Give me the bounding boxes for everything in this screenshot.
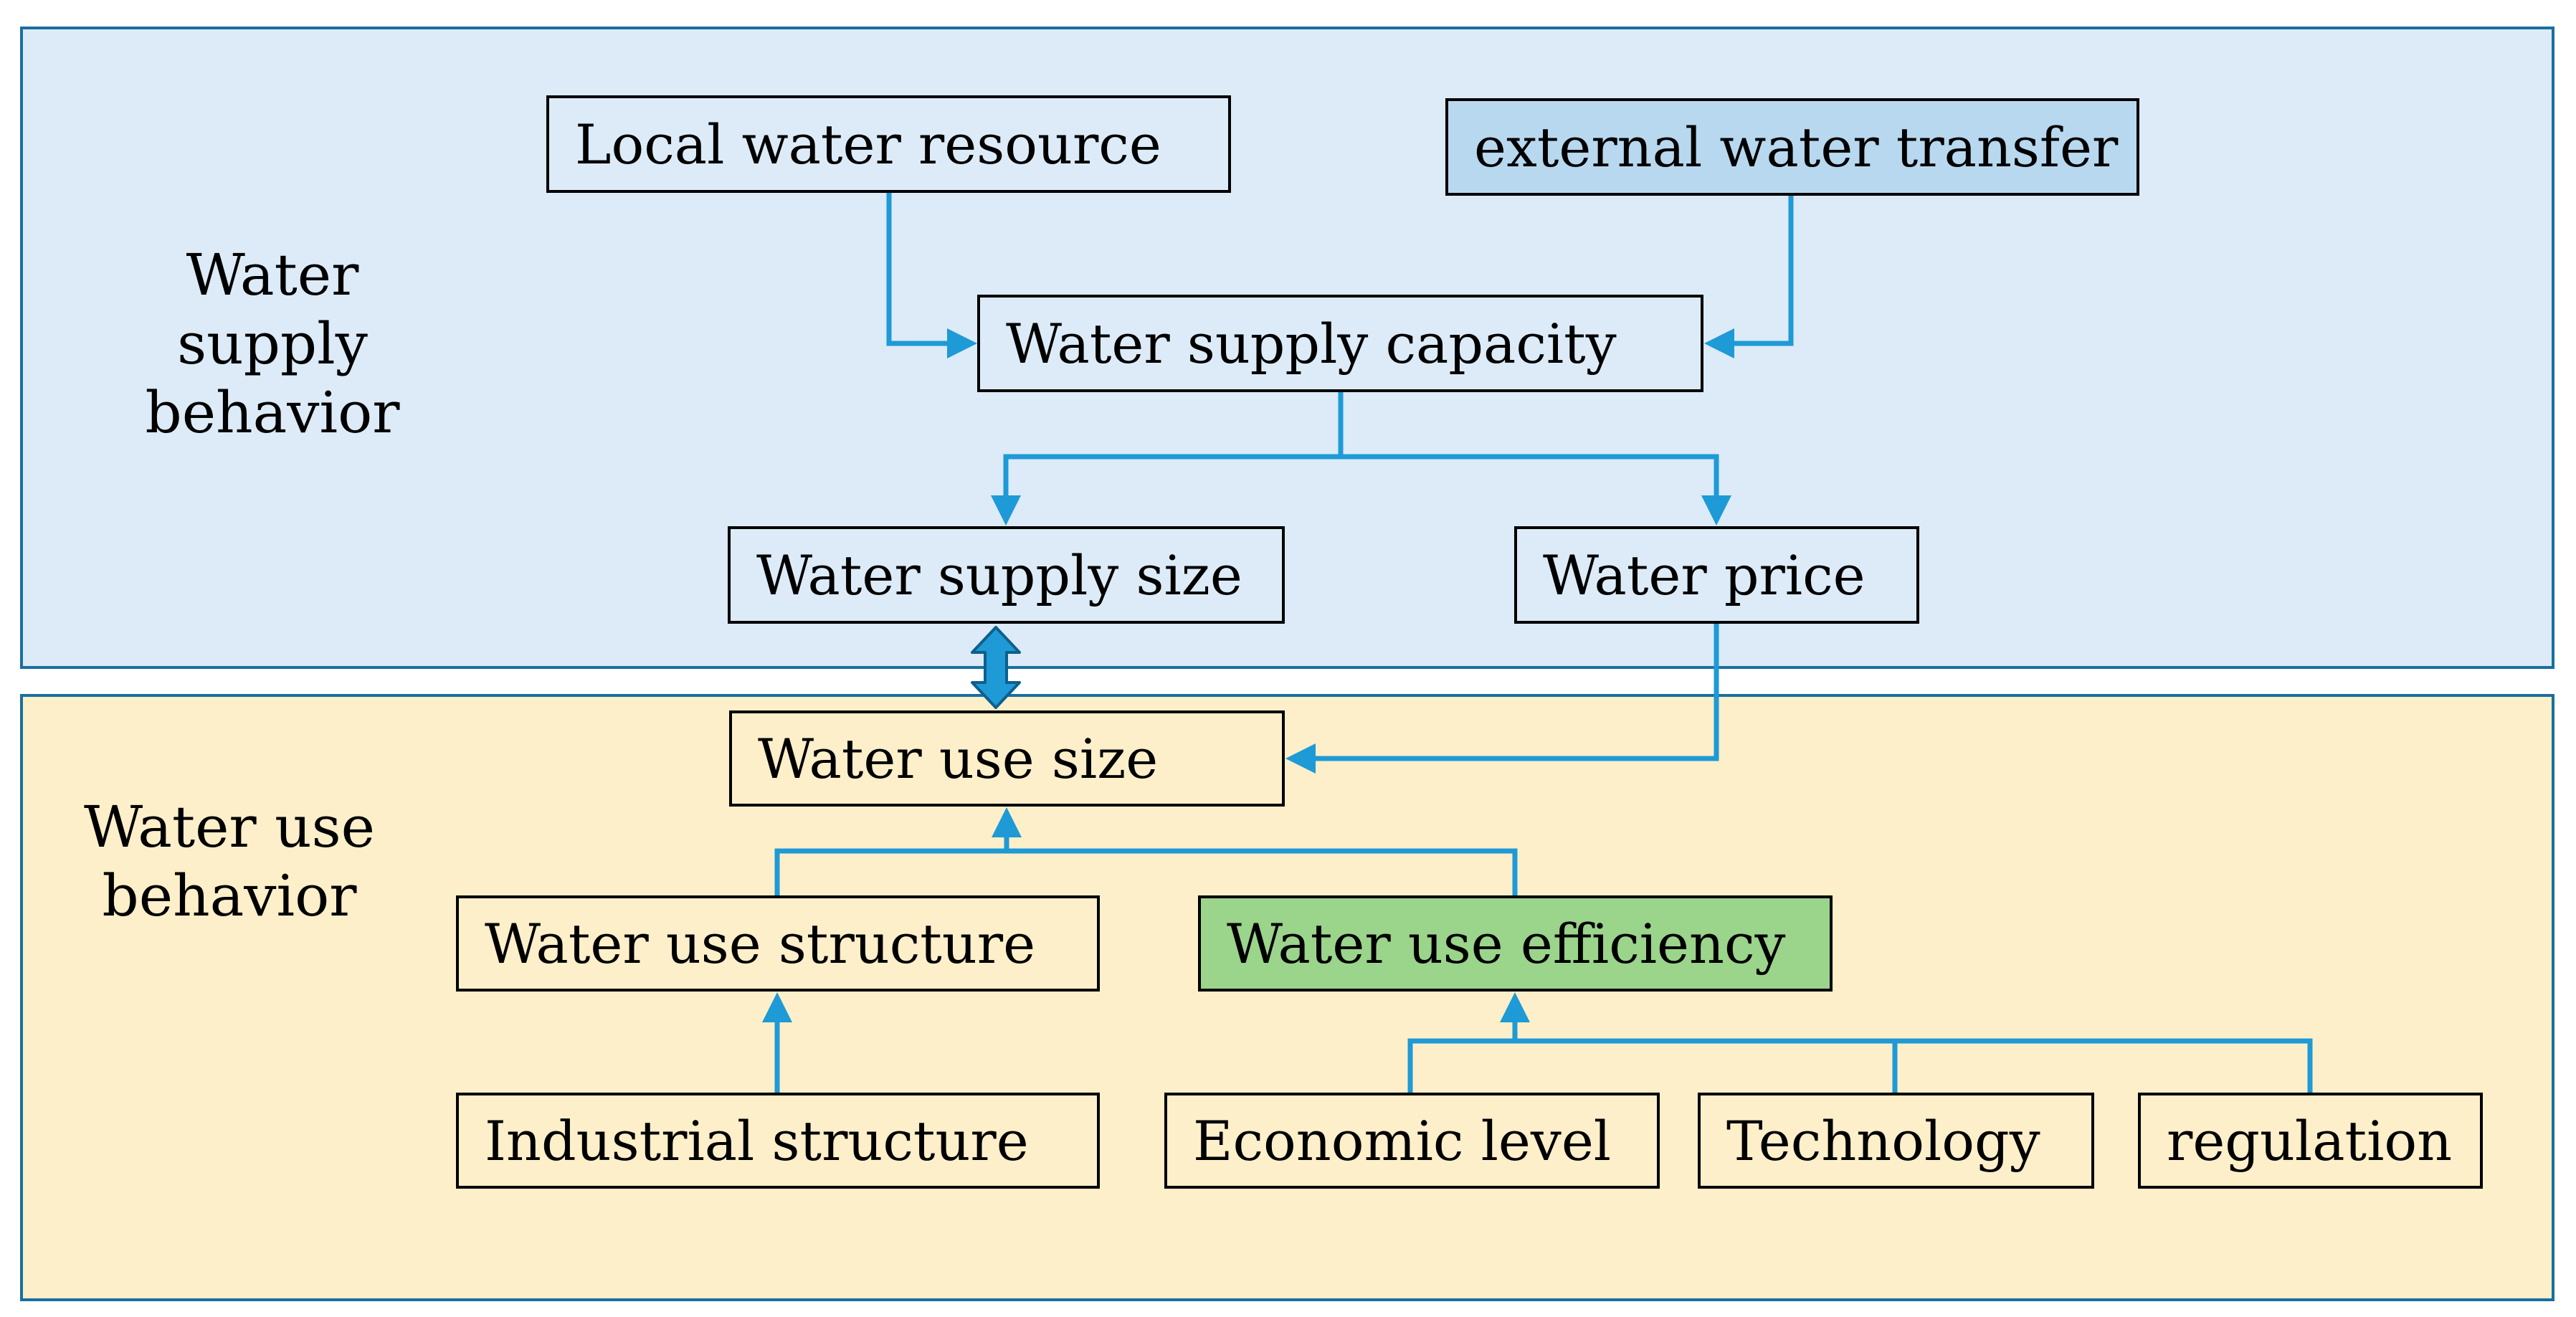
regulation-box: regulation xyxy=(2138,1093,2483,1189)
economic-level-box: Economic level xyxy=(1164,1093,1660,1189)
technology-box: Technology xyxy=(1698,1093,2094,1189)
water-use-behavior-label: Water use behavior xyxy=(83,794,376,929)
water-supply-behavior-label: Water supply behavior xyxy=(145,242,400,446)
water-price-box: Water price xyxy=(1514,526,1919,624)
water-use-size-box: Water use size xyxy=(729,710,1285,807)
water-supply-size-box: Water supply size xyxy=(728,526,1285,624)
water-use-panel xyxy=(20,694,2554,1301)
external-water-transfer-box: external water transfer xyxy=(1445,98,2139,196)
local-water-resource-box: Local water resource xyxy=(546,95,1231,193)
industrial-structure-box: Industrial structure xyxy=(456,1093,1100,1189)
water-supply-capacity-box: Water supply capacity xyxy=(977,295,1703,392)
water-use-structure-box: Water use structure xyxy=(456,895,1100,992)
water-use-efficiency-box: Water use efficiency xyxy=(1198,895,1833,992)
